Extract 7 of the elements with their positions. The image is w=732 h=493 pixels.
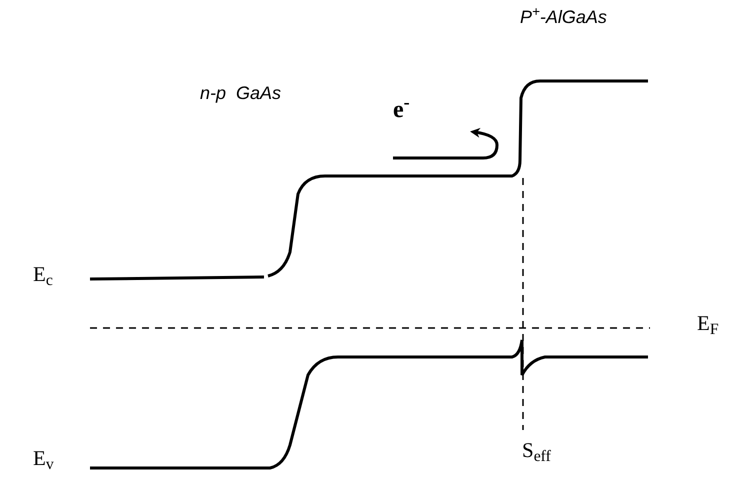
electron-label: e$^{-}$ xyxy=(393,98,410,122)
interface-label: S$_{eff}$ xyxy=(522,440,551,461)
band-label: E$_{c}$ xyxy=(33,264,53,285)
layer-label: P$^{+}$-AlGaAs xyxy=(520,8,607,26)
layer-label: n-p GaAs xyxy=(200,84,282,102)
fermi-level-label: E$_{F}$ xyxy=(697,313,719,334)
band-label: E$_{v}$ xyxy=(33,448,54,469)
